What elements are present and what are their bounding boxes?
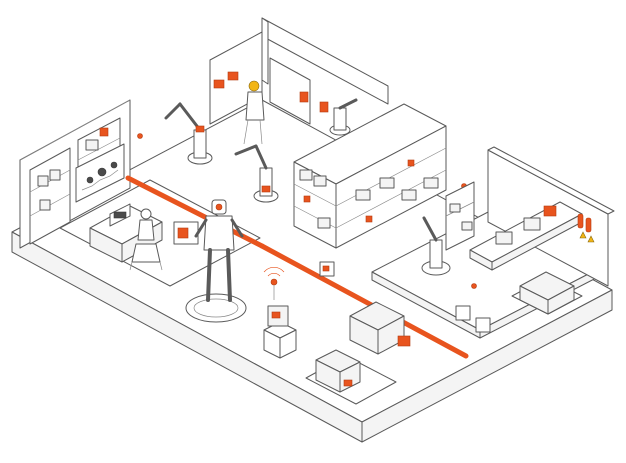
humanoid-robot [173, 199, 247, 323]
warehouse-rack [293, 103, 447, 249]
pallet-stack [305, 271, 583, 405]
world-map-display [75, 143, 125, 203]
back-wall-top [261, 17, 389, 105]
control-desk-with-operator [89, 203, 163, 271]
engineer-on-ladder [243, 80, 265, 145]
conveyor-belt [421, 181, 583, 276]
fire-extinguisher [577, 213, 595, 243]
robot-arm-line [164, 31, 358, 203]
delivery-robot [263, 261, 491, 359]
